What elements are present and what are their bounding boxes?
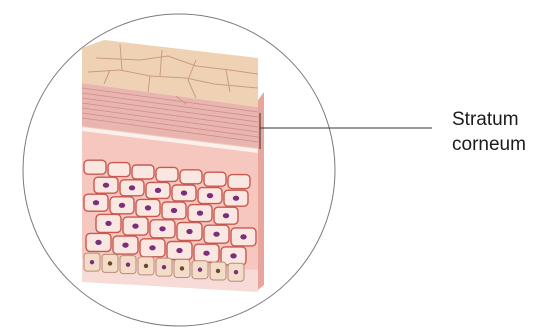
cell-nucleus [103, 183, 109, 188]
cell-nucleus [122, 243, 128, 248]
cell-nucleus [105, 221, 111, 226]
cell-nucleus [240, 234, 246, 239]
basal-nucleus [216, 269, 220, 273]
basal-nucleus [126, 262, 130, 266]
cell-nucleus [171, 208, 177, 213]
cell-nucleus [181, 190, 187, 195]
cell-nucleus [203, 251, 209, 256]
cell-nucleus [132, 224, 138, 229]
cell-nucleus [155, 188, 161, 193]
epidermal-cell [132, 165, 154, 179]
cell-nucleus [223, 213, 229, 218]
cell-nucleus [119, 203, 125, 208]
epidermal-cell [156, 167, 178, 181]
basal-nucleus [144, 264, 148, 268]
cell-nucleus [213, 232, 219, 237]
cell-nucleus [197, 211, 203, 216]
cell-nucleus [176, 248, 182, 253]
cell-nucleus [145, 205, 151, 210]
basal-nucleus [180, 266, 184, 270]
cell-nucleus [233, 196, 239, 201]
stratum-corneum-label: Stratum corneum [452, 107, 526, 157]
cell-nucleus [230, 253, 236, 258]
cell-nucleus [95, 240, 101, 245]
label-line-1: Stratum [452, 107, 526, 132]
epidermal-cell [84, 160, 106, 174]
basal-nucleus [90, 260, 94, 264]
basal-nucleus [162, 265, 166, 269]
cell-nucleus [149, 245, 155, 250]
block-side-face [258, 92, 264, 290]
label-line-2: corneum [452, 132, 526, 157]
cell-nucleus [93, 200, 99, 205]
epidermal-cell [204, 172, 226, 186]
cell-nucleus [207, 193, 213, 198]
basal-nucleus [234, 270, 238, 274]
basal-nucleus [198, 268, 202, 272]
cell-nucleus [186, 229, 192, 234]
basal-nucleus [108, 261, 112, 265]
epidermal-cell [180, 170, 202, 184]
epidermal-cell [108, 163, 130, 177]
epidermal-cell [228, 175, 250, 189]
cell-nucleus [159, 226, 165, 231]
skin-block [82, 40, 432, 292]
cell-nucleus [129, 185, 135, 190]
